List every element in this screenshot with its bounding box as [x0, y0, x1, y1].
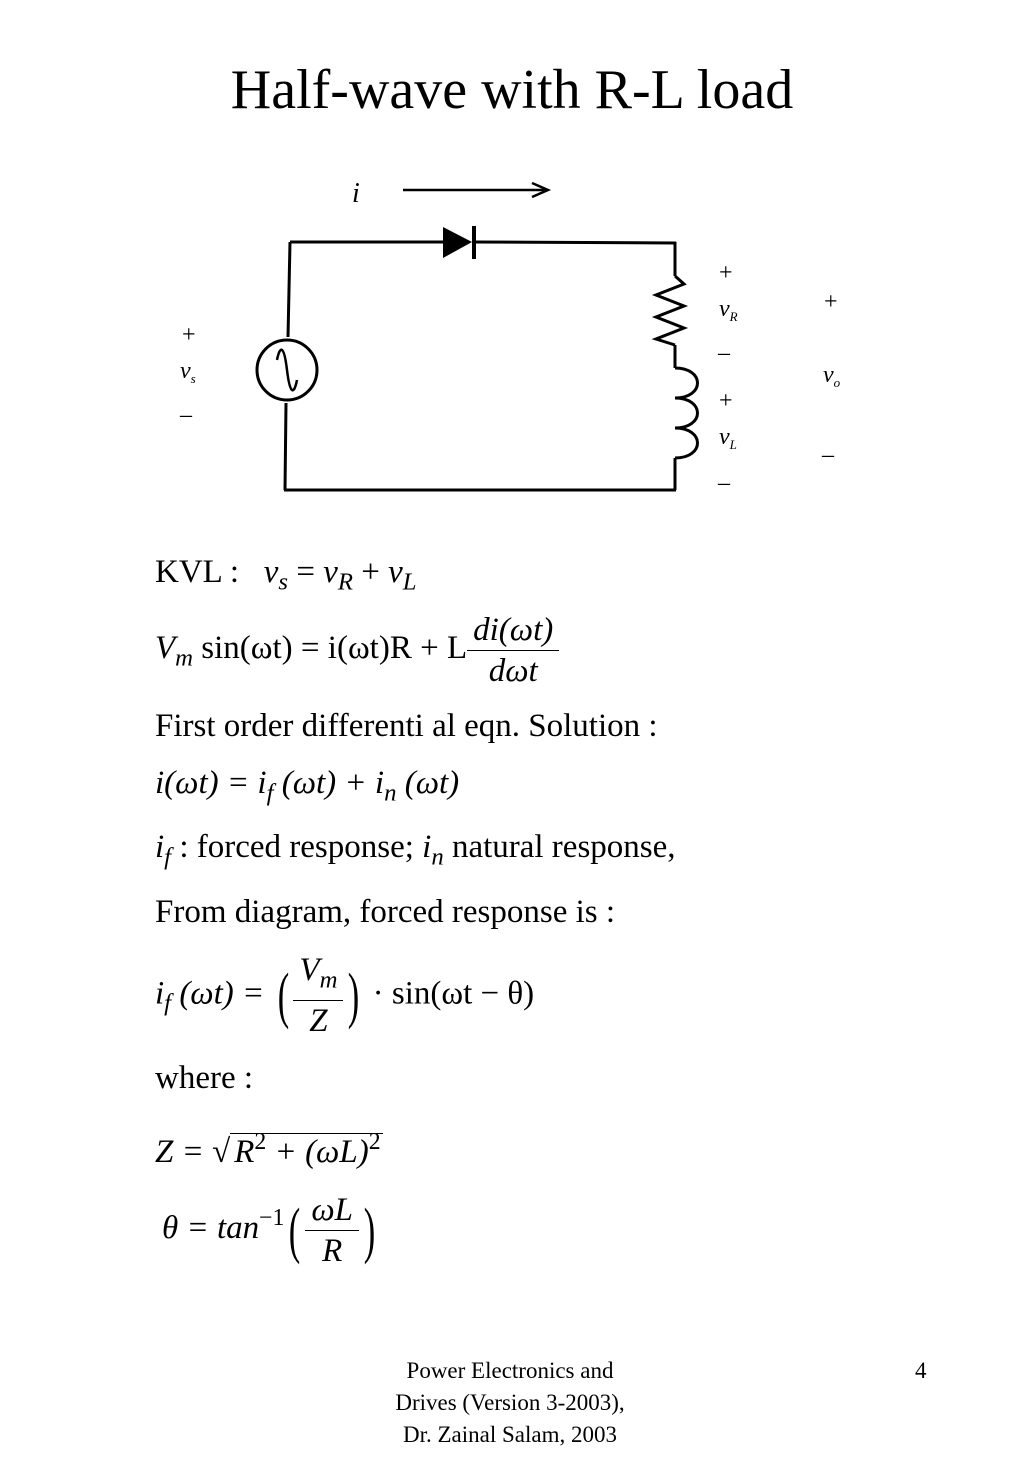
- footer-citation: Power Electronics and Drives (Version 3-…: [395, 1358, 625, 1447]
- solution-equation: i(ωt) = if (ωt) + in (ωt): [155, 765, 460, 807]
- circuit-diagram: i + vs – + vR – + vL – + vo –: [179, 178, 841, 496]
- page-title: Half-wave with R-L load: [230, 59, 794, 121]
- vl-label: vL: [719, 424, 737, 452]
- where-text: where :: [155, 1060, 254, 1096]
- impedance-equation: Z = √R2 + (ωL)2: [155, 1129, 383, 1171]
- left-wire-top: [286, 241, 292, 338]
- sqrt-term: R2 + (ωL)2: [230, 1129, 383, 1171]
- current-label: i: [352, 178, 360, 209]
- from-diagram-text: From diagram, forced response is :: [155, 894, 616, 930]
- resistor-icon: [651, 274, 689, 347]
- vr-plus: +: [719, 260, 733, 286]
- vr-minus: –: [717, 340, 731, 366]
- response-definition: if : forced response; in natural respons…: [155, 829, 676, 871]
- ode-fraction: di(ωt)dωt: [467, 610, 560, 691]
- ac-source-icon: [255, 338, 319, 402]
- vo-minus: –: [821, 442, 835, 468]
- first-order-text: First order differenti al eqn. Solution …: [155, 708, 658, 744]
- diode-icon: [443, 227, 472, 258]
- inductor-icon: [674, 366, 699, 460]
- top-wire-right: [473, 240, 677, 245]
- page-number: 4: [915, 1358, 927, 1383]
- sine-wave-icon: [275, 348, 299, 392]
- vr-label: vR: [719, 296, 738, 324]
- vs-minus: –: [179, 402, 193, 428]
- left-wire-bottom: [283, 402, 288, 491]
- vs-label: vs: [180, 358, 196, 386]
- vl-plus: +: [719, 388, 733, 414]
- kvl-equation: KVL : vs = vR + vL: [155, 554, 417, 596]
- vs-plus: +: [182, 322, 196, 348]
- vo-label: vo: [823, 362, 841, 390]
- vl-minus: –: [717, 470, 731, 496]
- current-arrowhead: [531, 181, 552, 199]
- vo-plus: +: [824, 289, 838, 315]
